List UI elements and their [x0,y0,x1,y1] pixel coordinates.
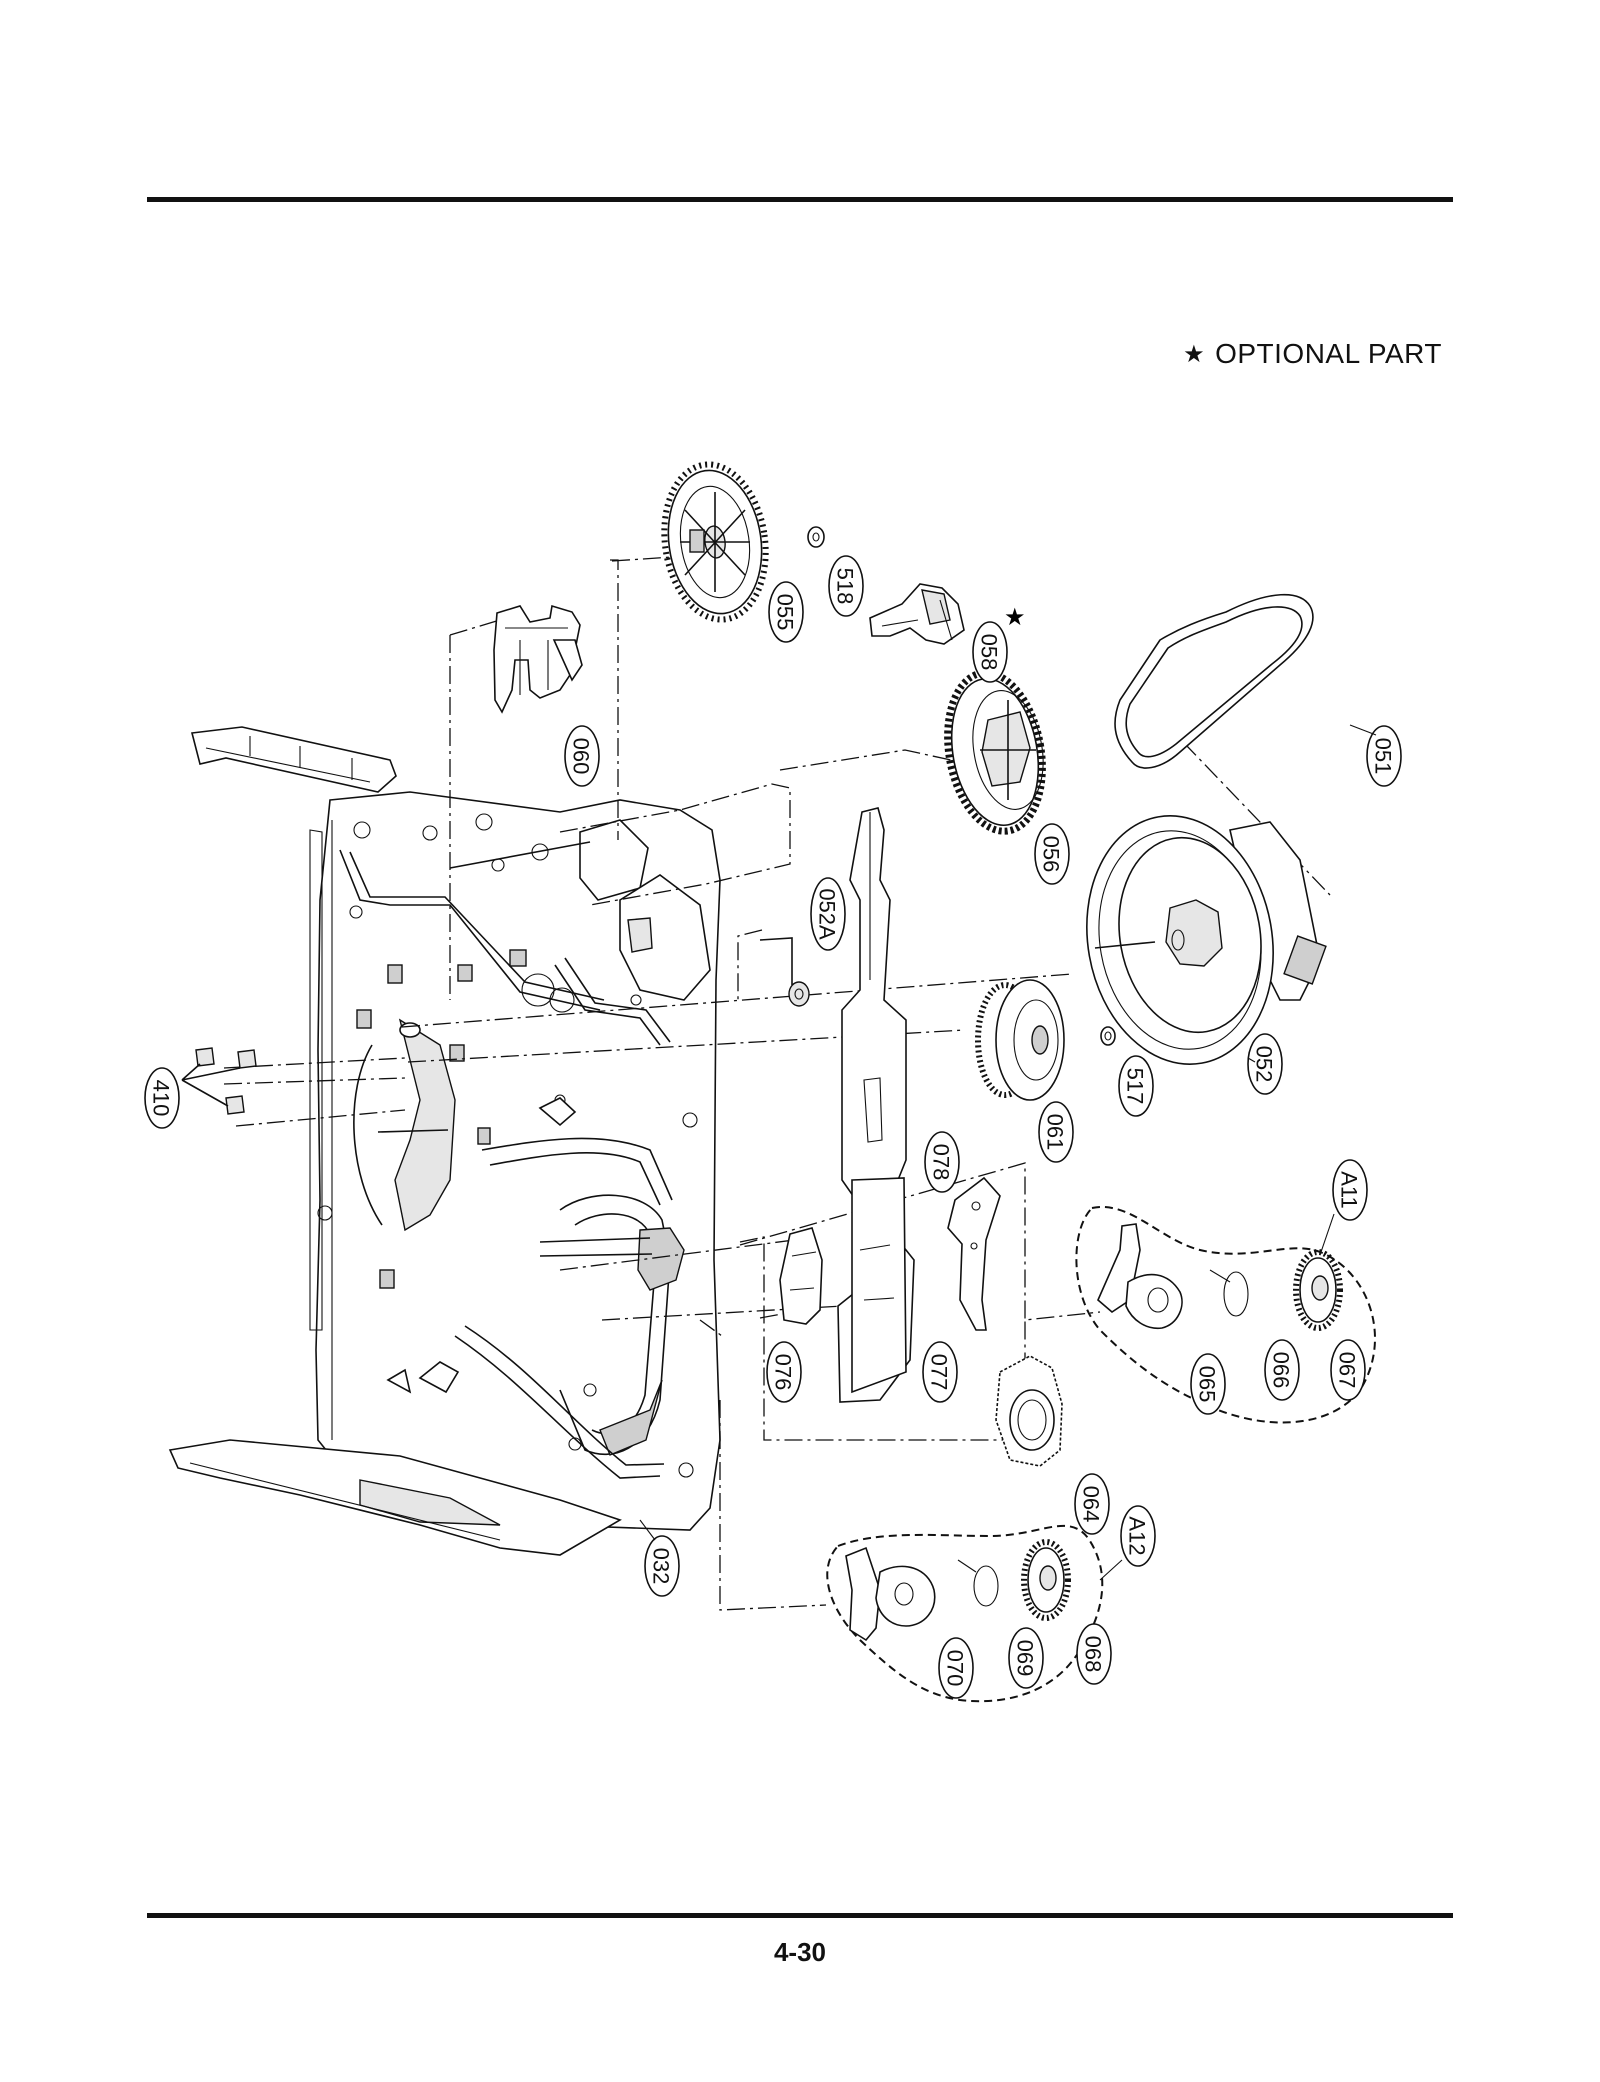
part-076-bracket [779,1227,823,1325]
subassembly-a12 [826,1524,1104,1703]
svg-text:065: 065 [1195,1366,1220,1403]
callout-070: 070 [938,1637,974,1699]
svg-text:517: 517 [1123,1068,1148,1105]
svg-text:069: 069 [1013,1640,1038,1677]
callout-052: 052 [1247,1033,1283,1095]
part-064-cam-gear [995,1355,1063,1467]
page-number: 4-30 [773,1937,827,1967]
callout-077: 077 [922,1341,958,1403]
main-chassis-032 [168,726,721,1556]
svg-text:410: 410 [149,1080,174,1117]
svg-text:A11: A11 [1337,1171,1362,1209]
svg-text:518: 518 [833,568,858,605]
subassembly-a11 [1075,1205,1376,1424]
svg-text:A12: A12 [1125,1516,1150,1555]
callout-518: 518 [828,555,864,617]
part-077-slide-plate [837,807,915,1403]
svg-text:052A: 052A [815,888,840,940]
callout-a11: A11 [1332,1159,1368,1221]
star-icon: ★ [1183,340,1206,368]
callout-065: 065 [1190,1353,1226,1415]
callout-a12: A12 [1120,1505,1156,1567]
callout-069: 069 [1008,1627,1044,1689]
svg-text:077: 077 [927,1354,952,1391]
callout-060: 060 [564,725,600,787]
part-051-belt [1114,593,1314,769]
callout-058: 058 [972,621,1008,683]
callout-517: 517 [1118,1055,1154,1117]
svg-text:067: 067 [1335,1352,1360,1389]
part-052-pulley [1086,815,1327,1065]
callout-055: 055 [768,581,804,643]
part-056-gear [944,669,1046,835]
svg-text:056: 056 [1039,836,1064,873]
callout-410: 410 [144,1067,180,1129]
part-055-large-gear [661,461,769,623]
part-052a-nut [759,937,810,1007]
svg-text:051: 051 [1371,738,1396,775]
svg-text:052: 052 [1252,1046,1277,1083]
svg-text:058: 058 [977,634,1002,671]
part-518-washer [807,526,825,548]
callout-067: 067 [1330,1339,1366,1401]
svg-text:068: 068 [1081,1636,1106,1673]
top-rule [147,197,1453,202]
callout-078: 078 [924,1131,960,1193]
callout-052a: 052A [810,877,846,951]
callout-068: 068 [1076,1623,1112,1685]
callout-056: 056 [1034,823,1070,885]
legend-text: OPTIONAL PART [1215,338,1442,369]
callout-061: 061 [1038,1101,1074,1163]
optional-part-legend: ★ OPTIONAL PART [1183,338,1442,370]
callout-051: 051 [1366,725,1402,787]
bottom-rule [147,1913,1453,1918]
assembly-leader-lines [223,555,1331,1611]
callout-066: 066 [1264,1339,1300,1401]
part-410-screws [181,1047,257,1115]
part-061-clutch-gear [975,979,1065,1101]
svg-text:060: 060 [569,738,594,775]
svg-text:066: 066 [1269,1352,1294,1389]
svg-text:070: 070 [943,1650,968,1687]
callout-076: 076 [766,1341,802,1403]
svg-text:076: 076 [771,1354,796,1391]
part-517-washer [1100,1026,1116,1046]
svg-text:064: 064 [1079,1486,1104,1523]
svg-text:061: 061 [1043,1114,1068,1151]
svg-text:078: 078 [929,1144,954,1181]
star-icon: ★ [1004,603,1026,631]
part-078-lever [947,1176,1001,1331]
callout-064: 064 [1074,1473,1110,1535]
svg-text:032: 032 [649,1548,674,1585]
part-058-optional-lever [869,583,965,645]
part-060-bracket [493,604,583,714]
svg-text:055: 055 [773,594,798,631]
drive-mechanism-block [449,819,711,1001]
callout-032: 032 [644,1535,680,1597]
